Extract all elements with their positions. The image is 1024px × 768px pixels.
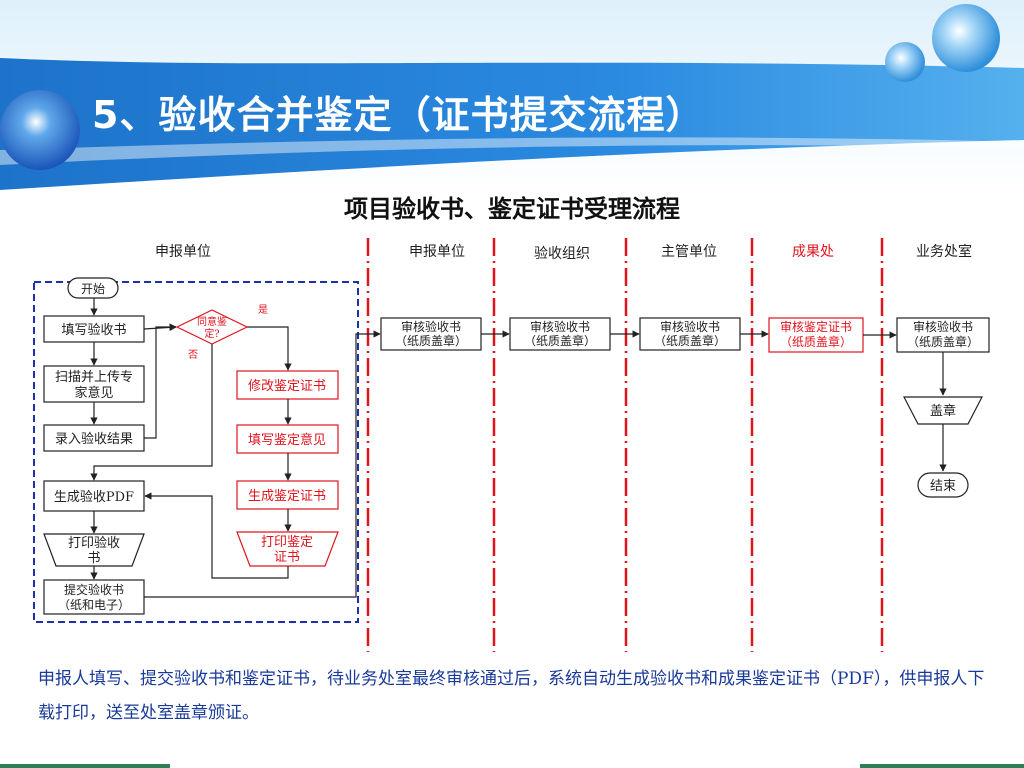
review-chain-arrows bbox=[481, 330, 947, 472]
lane-header-4: 主管单位 bbox=[661, 244, 717, 260]
lane-header-5: 成果处 bbox=[792, 244, 834, 260]
decision-yes-label: 是 bbox=[258, 304, 268, 316]
lane-dividers bbox=[366, 238, 884, 652]
submit-form-label-2: （纸和电子） bbox=[58, 598, 130, 612]
lane-header-3: 验收组织 bbox=[534, 246, 590, 262]
print-cert-label-1: 打印鉴定 bbox=[261, 535, 313, 550]
lane-header-6: 业务处室 bbox=[916, 243, 972, 260]
gen-pdf-label: 生成验收PDF bbox=[54, 489, 134, 505]
start-node bbox=[67, 277, 119, 299]
scan-upload-box bbox=[43, 365, 145, 403]
review-box-acceptance-org bbox=[509, 317, 611, 351]
modify-cert-label: 修改鉴定证书 bbox=[248, 379, 326, 394]
review-box-authority bbox=[639, 317, 741, 351]
orb-right-large bbox=[932, 4, 1000, 72]
arrow-decision-no bbox=[90, 344, 213, 481]
arrow-print-cert-to-pdf bbox=[144, 492, 289, 579]
submit-form-box bbox=[43, 579, 145, 615]
review-cert-box bbox=[768, 317, 864, 353]
lane-header-1: 申报单位 bbox=[155, 244, 211, 260]
decision-label-2: 定? bbox=[204, 327, 219, 340]
review-applicant-label-2: （纸质盖章） bbox=[395, 333, 467, 348]
modify-cert-box bbox=[236, 370, 339, 400]
print-form-label-1: 打印验收 bbox=[68, 535, 120, 551]
stamp-label: 盖章 bbox=[930, 403, 956, 419]
review-cert-label-2: （纸质盖章） bbox=[780, 334, 852, 349]
end-label: 结束 bbox=[930, 479, 956, 494]
scan-upload-label-1: 扫描并上传专 bbox=[55, 370, 133, 385]
diagram-title: 项目验收书、鉴定证书受理流程 bbox=[344, 194, 680, 223]
arrow-decision-yes bbox=[247, 326, 292, 371]
review-authority-label-1: 审核验收书 bbox=[660, 319, 720, 334]
fill-opinion-box bbox=[236, 424, 339, 454]
slide-title: 5、验收合并鉴定（证书提交流程） bbox=[92, 93, 705, 137]
applicant-region-border bbox=[33, 281, 359, 623]
review-cert-label-1: 审核鉴定证书 bbox=[780, 319, 852, 334]
review-box-department bbox=[896, 317, 990, 353]
end-node bbox=[917, 472, 969, 498]
review-acceptance-label-2: （纸质盖章） bbox=[524, 333, 596, 348]
print-cert-node bbox=[236, 531, 339, 567]
stamp-node bbox=[903, 396, 983, 425]
scan-upload-label-2: 家意见 bbox=[74, 385, 113, 401]
print-cert-label-2: 证书 bbox=[274, 550, 300, 565]
review-acceptance-label-1: 审核验收书 bbox=[530, 319, 590, 334]
fill-form-label: 填写验收书 bbox=[61, 322, 126, 338]
arrow-enter-to-decision bbox=[144, 323, 177, 439]
footer-bar-right bbox=[860, 764, 1024, 768]
slide-caption: 申报人填写、提交验收书和鉴定证书，待业务处室最终审核通过后，系统自动生成验收书和… bbox=[38, 669, 985, 723]
review-department-label-1: 审核验收书 bbox=[913, 319, 973, 334]
gen-cert-box bbox=[236, 480, 339, 510]
review-authority-label-2: （纸质盖章） bbox=[654, 333, 726, 348]
decision-no-label: 否 bbox=[188, 349, 198, 361]
orb-right-small bbox=[885, 42, 925, 82]
lane-header-2: 申报单位 bbox=[409, 244, 465, 260]
review-applicant-label-1: 审核验收书 bbox=[401, 319, 461, 334]
arrow-submit-to-review bbox=[144, 330, 381, 598]
gen-pdf-box bbox=[43, 480, 145, 512]
start-label: 开始 bbox=[81, 282, 105, 296]
orb-left bbox=[0, 90, 80, 170]
enter-result-label: 录入验收结果 bbox=[55, 431, 133, 447]
print-form-node bbox=[43, 533, 145, 567]
gen-cert-label: 生成鉴定证书 bbox=[248, 489, 326, 504]
submit-form-label-1: 提交验收书 bbox=[64, 582, 124, 597]
enter-result-box bbox=[43, 424, 145, 452]
print-form-label-2: 书 bbox=[87, 551, 100, 566]
decision-label-1: 同意鉴 bbox=[197, 315, 227, 328]
fill-opinion-label: 填写鉴定意见 bbox=[248, 432, 326, 448]
footer-bar-left bbox=[0, 764, 170, 768]
header-banner bbox=[0, 0, 1024, 190]
review-department-label-2: （纸质盖章） bbox=[907, 334, 979, 349]
review-box-applicant bbox=[380, 317, 482, 351]
